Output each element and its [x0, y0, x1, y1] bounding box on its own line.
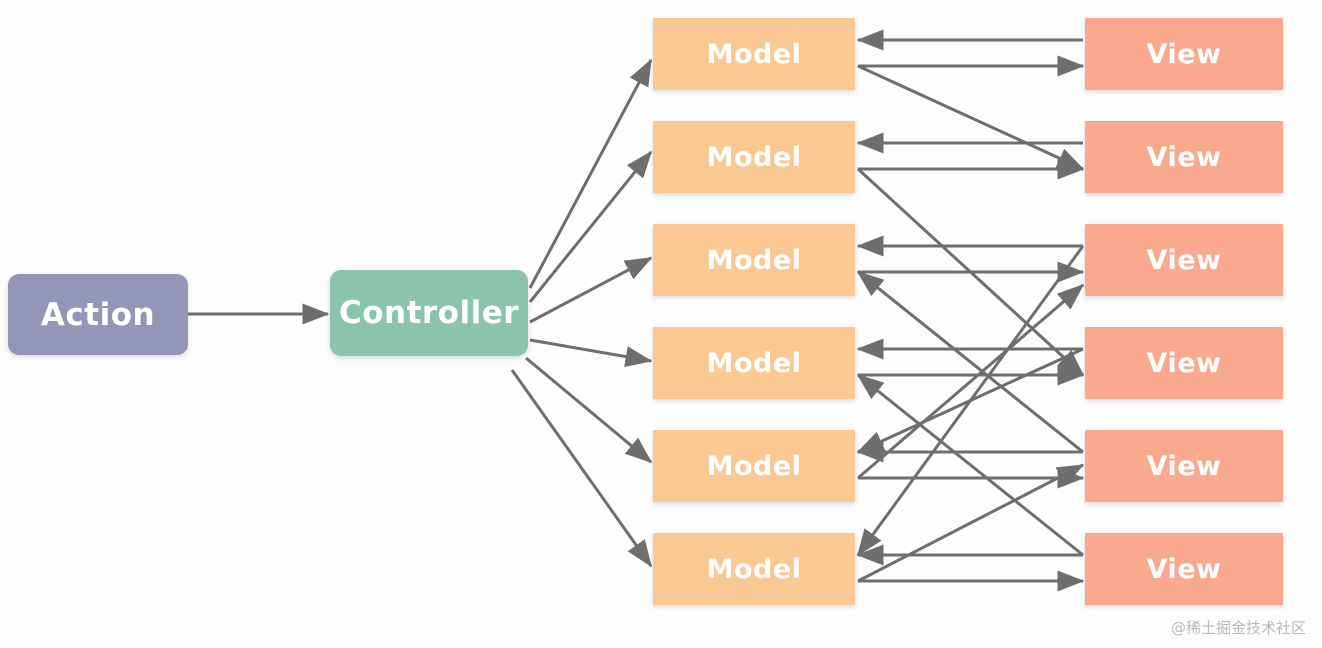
node-model-3-label: Model — [706, 244, 802, 276]
node-view-6[interactable]: View — [1085, 533, 1283, 605]
node-model-3[interactable]: Model — [653, 224, 855, 296]
view-5-to-model-3-diagonal — [856, 270, 1084, 454]
view-4-to-model-5-diagonal — [856, 347, 1084, 454]
node-model-5[interactable]: Model — [653, 430, 855, 502]
node-model-2-label: Model — [706, 141, 802, 173]
node-view-4-label: View — [1146, 347, 1222, 379]
node-view-4[interactable]: View — [1085, 327, 1283, 399]
model-1-to-view-2-diagonal — [857, 64, 1085, 171]
node-model-6-label: Model — [706, 553, 802, 585]
node-controller[interactable]: Controller — [330, 270, 528, 356]
node-model-5-label: Model — [706, 450, 802, 482]
node-view-6-label: View — [1146, 553, 1222, 585]
node-model-4-label: Model — [706, 347, 802, 379]
node-view-5[interactable]: View — [1085, 430, 1283, 502]
node-action[interactable]: Action — [8, 274, 188, 355]
node-controller-label: Controller — [338, 295, 520, 331]
node-model-1-label: Model — [706, 38, 802, 70]
model-5-to-view-3-diagonal — [857, 283, 1085, 480]
model-6-to-view-5-diagonal — [857, 463, 1085, 583]
view-6-to-model-4-diagonal — [856, 373, 1084, 557]
controller-to-model-3 — [529, 256, 653, 324]
node-model-4[interactable]: Model — [653, 327, 855, 399]
node-action-label: Action — [40, 296, 156, 333]
node-view-5-label: View — [1146, 450, 1222, 482]
node-model-6[interactable]: Model — [653, 533, 855, 605]
model-2-to-view-4-diagonal — [856, 167, 1085, 377]
watermark-label: @稀土掘金技术社区 — [1170, 619, 1306, 637]
controller-to-model-1 — [528, 58, 653, 289]
node-model-1[interactable]: Model — [653, 18, 855, 90]
node-view-3[interactable]: View — [1085, 224, 1283, 296]
view-3-to-model-6-diagonal — [856, 245, 1085, 557]
node-model-2[interactable]: Model — [653, 121, 855, 193]
node-view-1[interactable]: View — [1085, 18, 1283, 90]
controller-to-model-4 — [529, 338, 653, 367]
controller-to-model-2 — [528, 150, 653, 303]
node-view-1-label: View — [1146, 38, 1222, 70]
controller-to-model-6 — [510, 369, 653, 568]
node-view-2[interactable]: View — [1085, 121, 1283, 193]
node-view-2-label: View — [1146, 141, 1222, 173]
node-view-3-label: View — [1146, 244, 1222, 276]
controller-to-model-5 — [525, 356, 653, 464]
